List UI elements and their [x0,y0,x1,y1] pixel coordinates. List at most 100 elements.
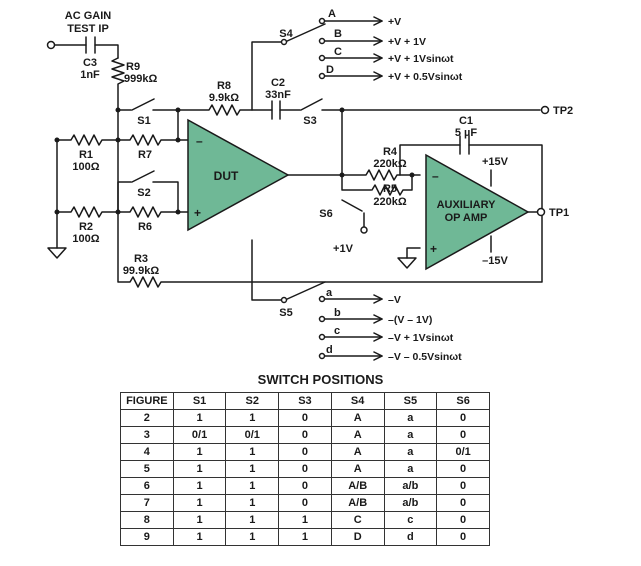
s5-position-b: b [334,307,341,319]
label-test-ip: TEST IP [67,23,109,35]
table-cell: 1 [278,528,332,546]
header-s4: S4 [330,392,385,410]
table-cell: 9 [120,528,174,546]
label-aux-line1: AUXILIARY [437,199,497,211]
table-row: 4 1 1 0 A a 0/1 [120,443,490,461]
table-cell: a [383,409,438,427]
table-cell: 0 [278,443,332,461]
r2-wire [56,206,119,218]
node-r2-r6 [115,209,121,215]
node-s1-right [175,107,181,113]
s3-switch-blade [300,98,323,111]
label-c1-value: 5 µF [455,127,478,139]
table-cell: 8 [120,511,174,529]
node-ground-r2 [54,209,60,215]
table-cell: 0/1 [172,426,227,444]
table-cell: 6 [120,477,174,495]
table-cell: 1 [225,409,280,427]
s5-position-c: c [334,325,340,337]
table-row: 9 1 1 1 D d 0 [120,528,490,546]
dut-output-tap [341,174,372,191]
header-s5: S5 [383,392,438,410]
table-cell: 1 [172,460,227,478]
s4-switch-blade [284,23,326,43]
table-cell: 1 [225,477,280,495]
ground-left-symbol [47,247,67,259]
s4-voltage-b: +V + 1V [388,36,426,48]
table-cell: d [383,528,438,546]
table-cell: 0 [278,477,332,495]
table-cell: 2 [120,409,174,427]
table-cell: 0 [436,511,490,529]
table-cell: 0 [278,460,332,478]
table-cell: a [383,460,438,478]
label-s3: S3 [303,115,316,127]
node-dut-out [339,172,345,178]
table-cell: 0/1 [436,443,490,461]
dut-minus-pin: – [196,134,203,148]
label-c1: C1 [459,115,473,127]
table-cell: 0 [436,494,490,512]
s4-position-a: A [328,8,336,20]
tp2-terminal [540,105,550,115]
s4-terminal-b [318,37,326,45]
label-r8-value: 9.9kΩ [209,92,239,104]
s6-plus1v-terminal [360,226,368,234]
label-dut: DUT [214,169,239,183]
label-plus15: +15V [482,156,509,168]
s5-terminal-a [318,295,326,303]
node-r6-in [175,209,181,215]
label-r9: R9 [126,61,140,73]
r6-wire [117,206,189,218]
label-r5: R5 [383,183,397,195]
node-s3-line [339,107,345,113]
table-cell: 1 [172,409,227,427]
r5-wire [371,174,413,196]
table-cell: a/b [383,494,438,512]
label-c2-value: 33nF [265,89,291,101]
s4-terminal-d [318,72,326,80]
label-tp2: TP2 [553,105,573,117]
c2-capacitor-plates [271,100,281,120]
node-r7-in [175,137,181,143]
table-cell: 1 [172,477,227,495]
r8-wire [177,104,273,116]
label-aux-line2: OP AMP [445,212,488,224]
table-cell: 1 [172,528,227,546]
node-r1-r7 [115,137,121,143]
table-cell: A/B [330,494,385,512]
s5-terminal-c [318,333,326,341]
node-r9 [115,107,121,113]
label-ac-gain: AC GAIN [65,10,112,22]
label-s4: S4 [279,28,293,40]
aux-opamp [425,153,530,271]
table-cell: 1 [172,443,227,461]
table-cell: 0 [436,528,490,546]
table-cell: A [330,460,385,478]
table-cell: 0/1 [225,426,280,444]
table-cell: a/b [383,477,438,495]
s5-terminal-d [318,352,326,360]
s4-terminal-a [318,17,326,25]
table-row: 7 1 1 0 A/B a/b 0 [120,494,490,512]
table-cell: 5 [120,460,174,478]
label-s1: S1 [137,115,150,127]
table-row: 3 0/1 0/1 0 A a 0 [120,426,490,444]
s5-wire [251,239,285,301]
table-cell: 0 [278,409,332,427]
table-cell: 1 [172,511,227,529]
dut-plus-pin: + [194,206,201,220]
s5-position-d: d [326,344,333,356]
header-figure: FIGURE [120,392,174,410]
node-ground-r1 [54,137,60,143]
header-s6: S6 [436,392,490,410]
s5-voltage-d: –V – 0.5Vsinωt [388,351,462,363]
c3-wire [54,44,119,59]
s5-switch-blade [284,281,326,301]
table-cell: 1 [225,443,280,461]
label-c3: C3 [83,57,97,69]
label-s5: S5 [279,307,292,319]
table-cell: A [330,426,385,444]
r9-resistor [111,57,125,111]
aux-plus-ground [406,247,421,259]
